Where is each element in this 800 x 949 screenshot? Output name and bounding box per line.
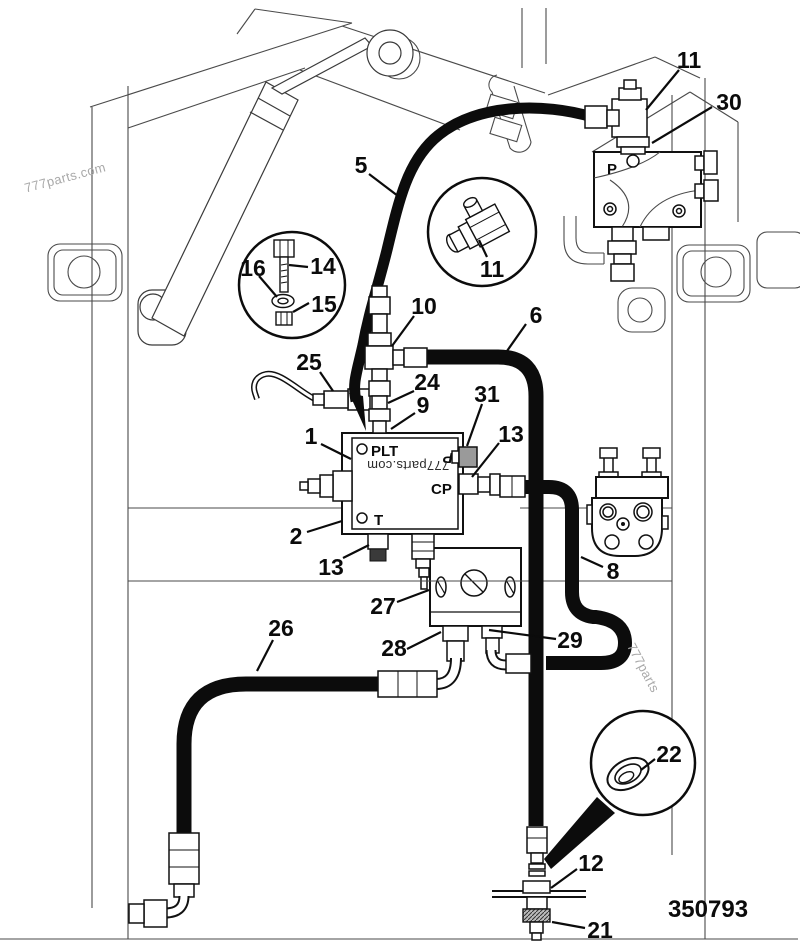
hose-6-ferrule [403,347,428,368]
port-label-plt: PLT [371,443,398,460]
port-label-p-rotated: P [442,449,453,466]
pilot-tube [252,372,316,401]
hose-26 [176,676,382,836]
left-pad [47,243,123,302]
hose-fittings [128,105,620,941]
hydraulic-cylinder [137,29,414,346]
bolt-shank [279,256,289,293]
fitting-12 [522,880,551,894]
callout-13-right: 13 [498,421,524,447]
priority-valve-assembly: P [593,79,719,282]
j-tube [563,216,604,265]
fitting-28 [442,625,469,642]
manifold-block [429,547,522,662]
detail-circle-grommet: 22 [589,709,697,817]
cylinder-rod [270,37,373,95]
cylinder-barrel [151,81,299,337]
bolt-left [599,447,618,459]
mounting-pads [47,231,800,333]
callout-13-bottom: 13 [318,554,344,580]
fitting-13-right [477,476,491,493]
bolt-right [642,447,661,459]
port-31 [458,446,478,468]
fitting-21 [522,908,551,923]
callout-1: 1 [305,423,318,449]
steering-unit [586,447,669,557]
callout-21: 21 [587,917,613,943]
fitting-24 [368,380,391,397]
port-label-p-valve: P [607,161,617,178]
callout-8: 8 [607,558,620,584]
grommet-22 [618,771,635,784]
hose-5 [349,102,594,403]
u-clamp [488,74,532,153]
callout-15: 15 [311,291,337,317]
callout-26: 26 [268,615,294,641]
far-right-pad [756,231,800,289]
callout-leaders [256,69,713,930]
hose-8 [505,480,633,670]
callout-6: 6 [530,302,543,328]
callout-10: 10 [411,293,437,319]
bolt-head [273,239,295,258]
callout-labels: 5 11 30 10 25 24 9 31 13 1 6 2 13 8 27 2… [268,47,748,943]
hose-26-end-ferrule [168,832,200,885]
callout-11: 11 [677,47,702,73]
port-label-t: T [374,512,383,529]
callout-25: 25 [296,349,322,375]
callout-22: 22 [656,741,682,767]
right-pad [676,244,751,303]
elbow-nut [143,899,168,928]
watermark-right: 777parts [624,640,663,695]
right-lug [617,287,666,333]
callout-30: 30 [716,89,742,115]
pilot-valve-block: PLT CP T P 777parts.com [251,370,478,590]
fitting-9 [368,408,391,422]
callout-2: 2 [290,523,303,549]
nut-15 [275,311,293,326]
callout-14: 14 [310,253,336,279]
callout-24: 24 [414,369,440,395]
t-port-fitting [367,533,389,550]
cp-port-fitting [458,473,479,495]
callout-16: 16 [240,255,266,281]
valve-block-inner [351,437,459,530]
part-number: 350793 [668,896,748,923]
callout-12: 12 [578,850,604,876]
detail-circle-valve: 11 [426,176,538,288]
watermark-top-left: 777parts.com [23,159,108,195]
callout-27: 27 [370,593,396,619]
hose-6 [392,349,544,826]
callout-29: 29 [557,627,583,653]
callout-11-detail: 11 [480,256,505,282]
hoses [176,102,633,869]
watermark-block: 777parts.com [367,458,449,473]
tee-fitting-10 [364,345,394,370]
detail-pointer-wedge [544,797,615,869]
port-label-cp: CP [431,481,452,498]
callout-9: 9 [417,392,430,418]
adapter-30 [616,136,650,148]
callout-28: 28 [381,635,407,661]
callout-31: 31 [474,381,500,407]
hose-5-tip [349,393,366,431]
detail-circle-bolt: 16 14 15 [237,230,347,340]
hose-26-ferrule [377,670,438,698]
callout-5: 5 [355,152,368,178]
hose-8-ferrule [505,653,532,674]
